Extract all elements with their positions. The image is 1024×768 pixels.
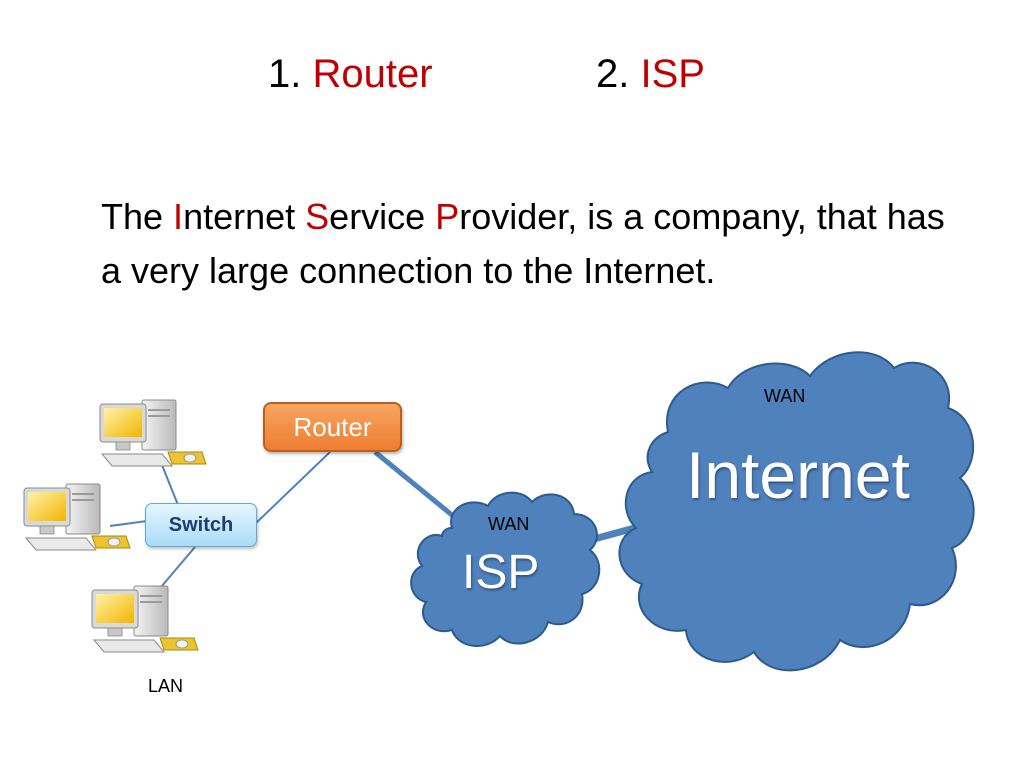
title-label-isp: ISP	[640, 52, 705, 96]
body-rest: rovider, is a company, that has a very l…	[101, 196, 945, 291]
body-word-ervice: ervice	[329, 196, 436, 237]
router-node: Router	[263, 402, 402, 452]
internet-label: Internet	[686, 438, 910, 512]
computer-icon	[99, 399, 207, 467]
link-router-isp	[373, 450, 460, 522]
switch-node: Switch	[145, 503, 257, 547]
switch-label: Switch	[168, 513, 234, 536]
acronym-letter-s: S	[305, 196, 330, 237]
isp-wan-label: WAN	[488, 514, 530, 534]
slide-title: 1. Router 2. ISP	[0, 52, 1024, 108]
body-word-nternet: nternet	[183, 196, 306, 237]
acronym-letter-p: P	[435, 196, 460, 237]
isp-cloud-icon	[410, 491, 601, 648]
link-pc2-switch	[109, 520, 148, 527]
internet-cloud-icon	[618, 351, 975, 672]
title-number-2: 2.	[596, 52, 630, 96]
link-switch-router	[253, 451, 331, 526]
computer-icon	[23, 483, 131, 551]
title-item-isp: 2. ISP	[596, 52, 705, 97]
isp-label: ISP	[462, 546, 540, 599]
body-word-the: The	[101, 196, 174, 237]
acronym-letter-i: I	[173, 196, 184, 237]
router-label: Router	[293, 411, 372, 442]
title-label-router: Router	[312, 52, 433, 96]
title-item-router: 1. Router	[268, 52, 433, 97]
lan-label: LAN	[148, 676, 184, 696]
internet-wan-label: WAN	[764, 386, 806, 406]
title-number-1: 1.	[268, 52, 302, 96]
isp-definition: The Internet Service Provider, is a comp…	[101, 190, 961, 298]
computer-icon	[91, 585, 199, 653]
